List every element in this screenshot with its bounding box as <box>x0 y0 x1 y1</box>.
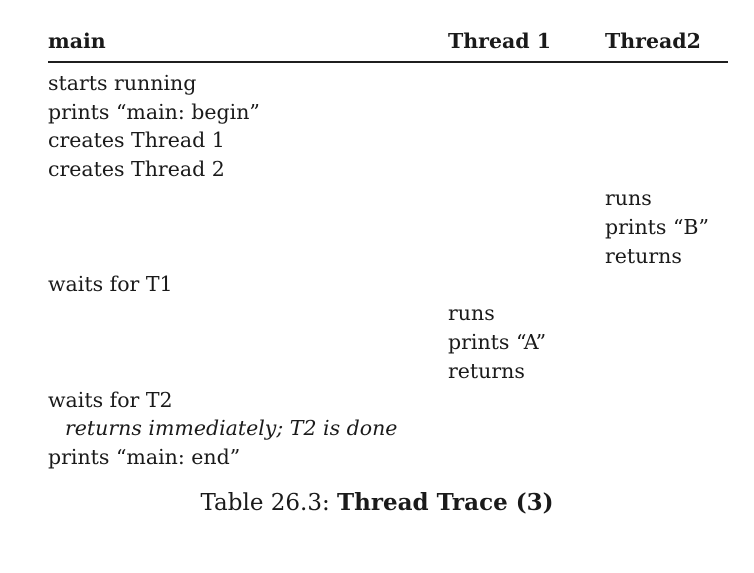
table-row: returns <box>48 241 728 270</box>
table-cell-thread1 <box>448 270 605 299</box>
table-cell-thread2: prints “B” <box>605 214 709 239</box>
table-row: prints “A” <box>48 328 728 357</box>
thread-trace-table-container: main Thread 1 Thread2 starts running pri… <box>48 28 728 472</box>
column-header-main: main <box>48 29 106 53</box>
table-cell-main <box>48 213 448 242</box>
table-cell-thread1 <box>448 213 605 242</box>
table-row: runs <box>48 184 728 213</box>
table-cell-thread2 <box>605 328 728 357</box>
table-row: runs <box>48 299 728 328</box>
table-cell-thread1: runs <box>448 301 495 326</box>
table-cell-main: creates Thread 2 <box>48 157 225 182</box>
table-cell-note: returns immediately; T2 is done <box>65 416 398 441</box>
table-cell-main <box>48 184 448 213</box>
table-cell-thread1 <box>448 62 605 98</box>
table-cell-main <box>48 357 448 386</box>
table-row: waits for T2 <box>48 385 728 414</box>
table-cell-thread2 <box>605 155 728 184</box>
table-cell-main <box>48 328 448 357</box>
thread-trace-table: main Thread 1 Thread2 starts running pri… <box>48 28 728 472</box>
table-cell-main <box>48 299 448 328</box>
table-cell-thread2 <box>605 357 728 386</box>
table-row: returns <box>48 357 728 386</box>
table-cell-thread2 <box>605 443 728 472</box>
table-cell-thread1 <box>448 184 605 213</box>
table-row: creates Thread 2 <box>48 155 728 184</box>
table-row: starts running <box>48 62 728 98</box>
table-cell-thread1: returns <box>448 358 525 383</box>
table-cell-thread2 <box>605 62 728 98</box>
table-cell-thread1 <box>448 126 605 155</box>
caption-title: Thread Trace (3) <box>337 489 554 516</box>
table-cell-thread1 <box>448 414 605 443</box>
table-row: creates Thread 1 <box>48 126 728 155</box>
table-cell-thread1 <box>448 155 605 184</box>
table-cell-main: starts running <box>48 70 197 95</box>
table-cell-main: waits for T2 <box>48 387 173 412</box>
table-header: main Thread 1 Thread2 <box>48 28 728 62</box>
table-cell-thread1 <box>448 97 605 126</box>
table-cell-main: prints “main: begin” <box>48 99 260 124</box>
column-header-thread1: Thread 1 <box>448 29 552 53</box>
table-cell-thread2: runs <box>605 186 652 210</box>
table-cell-thread2 <box>605 414 728 443</box>
table-row: prints “main: begin” <box>48 97 728 126</box>
table-cell-main: creates Thread 1 <box>48 128 225 153</box>
table-cell-thread2 <box>605 97 728 126</box>
table-row: returns immediately; T2 is done <box>48 414 728 443</box>
table-row: waits for T1 <box>48 270 728 299</box>
table-cell-main: prints “main: end” <box>48 445 241 470</box>
table-cell-thread1 <box>448 241 605 270</box>
table-cell-thread2 <box>605 126 728 155</box>
table-cell-thread1: prints “A” <box>448 329 547 354</box>
table-cell-thread2 <box>605 385 728 414</box>
table-header-row: main Thread 1 Thread2 <box>48 28 728 62</box>
table-cell-thread2 <box>605 299 728 328</box>
table-body: starts running prints “main: begin” crea… <box>48 62 728 472</box>
table-cell-thread1 <box>448 443 605 472</box>
table-row: prints “B” <box>48 213 728 242</box>
caption-label: Table 26.3: <box>200 490 338 516</box>
table-row: prints “main: end” <box>48 443 728 472</box>
table-cell-thread1 <box>448 385 605 414</box>
table-caption: Table 26.3: Thread Trace (3) <box>0 489 754 518</box>
table-cell-main <box>48 241 448 270</box>
column-header-thread2: Thread2 <box>605 29 701 53</box>
table-cell-main: waits for T1 <box>48 272 173 297</box>
table-cell-thread2: returns <box>605 243 682 268</box>
table-cell-main: returns immediately; T2 is done <box>48 414 448 443</box>
table-cell-thread2 <box>605 270 728 299</box>
